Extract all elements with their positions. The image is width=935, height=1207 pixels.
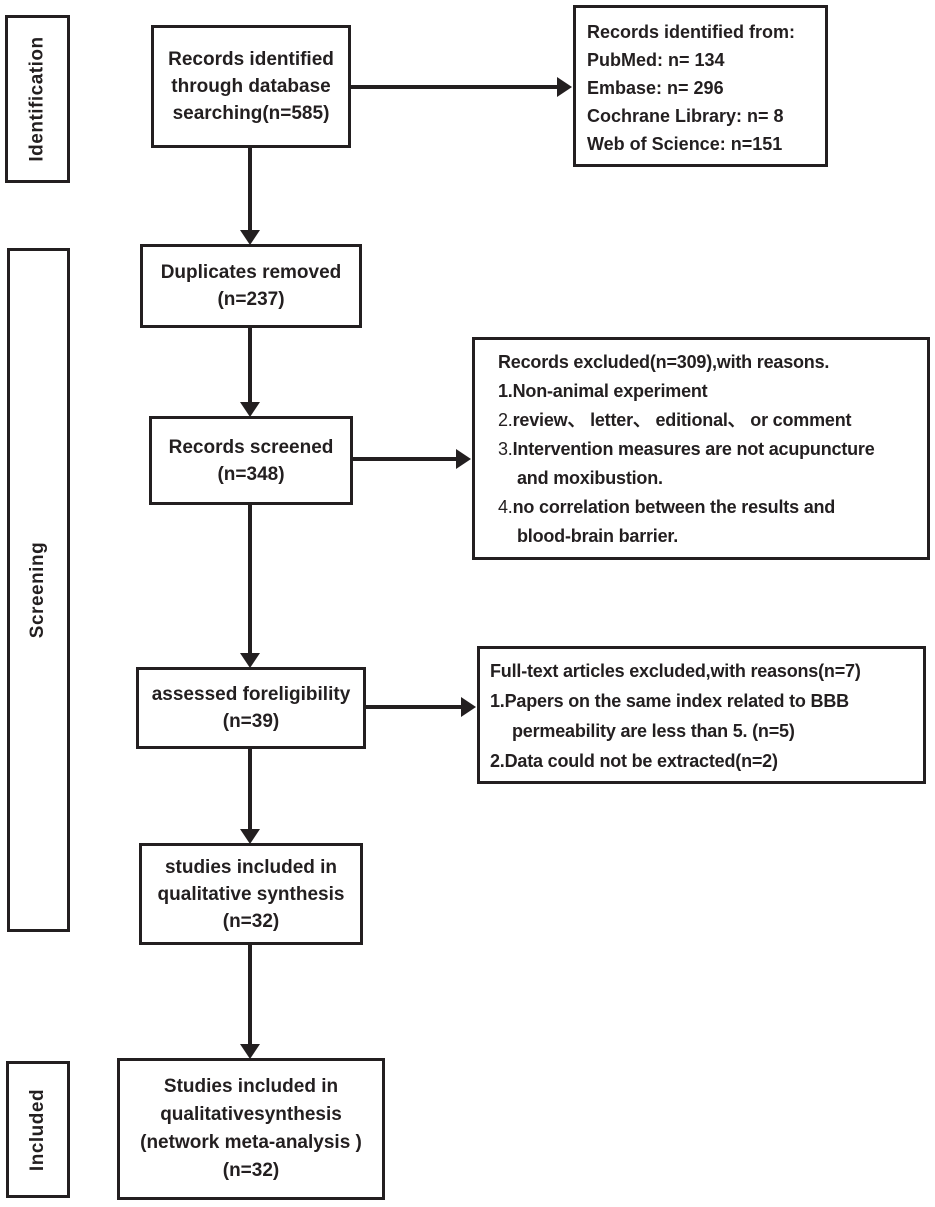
text-line: Records excluded(n=309),with reasons. <box>498 352 830 372</box>
text-line: and moxibustion. <box>498 464 925 493</box>
text-line: blood-brain barrier. <box>498 522 925 551</box>
arrow-right-icon <box>557 77 572 97</box>
text-line: (n=237) <box>217 289 285 310</box>
text-line: Records identified <box>168 49 334 70</box>
box-records-excluded: Records excluded(n=309),with reasons. 1.N… <box>472 337 930 560</box>
text-line: Records identified from: <box>587 22 796 42</box>
text-line: Records screened <box>168 436 334 458</box>
line-text: and moxibustion. <box>517 468 663 488</box>
stage-label-included: Included <box>27 1088 48 1171</box>
text-line: studies included in <box>164 856 338 878</box>
text-line: 2.review、 letter、 editional、 or comment <box>498 406 925 435</box>
box-records-identified: Records identified through database search… <box>151 25 351 148</box>
text-line: (network meta-analysis ) <box>140 1132 362 1153</box>
arrow-right-icon <box>456 449 471 469</box>
text-line: Duplicates removed <box>160 262 342 283</box>
arrow-right-icon <box>461 697 476 717</box>
arrow-eligibility-to-fulltext-line <box>366 705 463 709</box>
stage-label-identification: Identification <box>26 36 48 162</box>
text-line: searching(n=585) <box>172 103 330 124</box>
line-text: review、 letter、 editional、 or comment <box>512 410 852 430</box>
line-text: permeability are less than 5. (n=5) <box>512 721 795 741</box>
arrow-down-icon <box>240 230 260 245</box>
text-line: (n=32) <box>222 910 280 932</box>
arrow-down-icon <box>240 829 260 844</box>
box-records-screened: Records screened (n=348) <box>149 416 353 505</box>
arrow-screened-to-excluded-line <box>353 457 458 461</box>
stage-box-included: Included <box>6 1061 70 1198</box>
arrow-screened-to-eligibility-line <box>248 505 252 655</box>
list-marker: 2. <box>498 410 513 430</box>
stage-box-identification: Identification <box>5 15 70 183</box>
line-text: Intervention measures are not acupunctur… <box>512 439 875 459</box>
line-text: Papers on the same index related to BBB <box>504 691 850 711</box>
line-text: Non-animal experiment <box>512 381 708 401</box>
box-network-meta-analysis: Studies included in qualitativesynthesis (… <box>117 1058 385 1200</box>
list-marker: 3. <box>498 439 513 459</box>
text-line: qualitative synthesis <box>157 883 345 905</box>
arrow-down-icon <box>240 1044 260 1059</box>
arrow-eligibility-to-qualitative-line <box>248 749 252 831</box>
box-duplicates-removed: Duplicates removed (n=237) <box>140 244 362 328</box>
text-line: 3.Intervention measures are not acupunct… <box>498 435 925 464</box>
list-marker: 2. <box>490 751 505 771</box>
arrow-identified-to-sources-line <box>351 85 559 89</box>
text-line: (n=39) <box>222 711 280 732</box>
text-line: 1.Papers on the same index related to BB… <box>490 686 921 716</box>
list-marker: 1. <box>490 691 505 711</box>
text-line: (n=32) <box>222 1160 280 1181</box>
arrow-down-icon <box>240 402 260 417</box>
text-line: 2.Data could not be extracted(n=2) <box>490 746 921 776</box>
box-assessed-for-eligibility: assessed foreligibility (n=39) <box>136 667 366 749</box>
text-line: through database <box>171 76 331 97</box>
text-line: 4.no correlation between the results and <box>498 493 925 522</box>
line-text: blood-brain barrier. <box>517 526 679 546</box>
list-marker: 4. <box>498 497 513 517</box>
text-line: 1.Non-animal experiment <box>498 377 925 406</box>
text-line: Embase: n= 296 <box>587 78 724 98</box>
stage-box-screening: Screening <box>7 248 70 932</box>
list-marker: 1. <box>498 381 513 401</box>
line-text: no correlation between the results and <box>512 497 836 517</box>
text-line: (n=348) <box>217 463 285 485</box>
arrow-identified-to-duplicates-line <box>248 148 252 232</box>
arrow-qualitative-to-final-line <box>248 945 252 1046</box>
text-line: Cochrane Library: n= 8 <box>587 106 784 126</box>
text-line: assessed foreligibility <box>151 684 351 705</box>
arrow-duplicates-to-screened-line <box>248 328 252 404</box>
text-line: Web of Science: n=151 <box>587 134 783 154</box>
text-line: permeability are less than 5. (n=5) <box>490 716 921 746</box>
text-line: Full-text articles excluded,with reasons… <box>490 661 861 681</box>
text-line: Studies included in <box>163 1076 339 1097</box>
box-qualitative-synthesis: studies included in qualitative synthesis… <box>139 843 363 945</box>
text-line: qualitativesynthesis <box>160 1104 342 1125</box>
arrow-down-icon <box>240 653 260 668</box>
box-fulltext-excluded: Full-text articles excluded,with reasons… <box>477 646 926 784</box>
line-text: Data could not be extracted(n=2) <box>504 751 778 771</box>
text-line: PubMed: n= 134 <box>587 50 725 70</box>
stage-label-screening: Screening <box>27 541 49 639</box>
